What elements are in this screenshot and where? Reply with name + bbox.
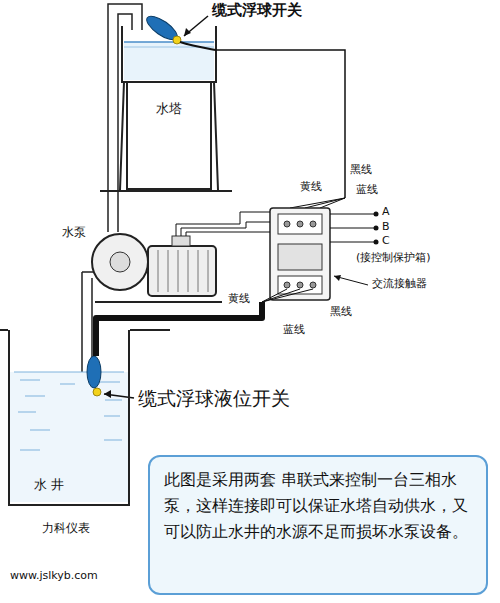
water-surface <box>124 41 214 43</box>
note-box: 此图是采用两套 串联式来控制一台三相水泵，这样连接即可以保证水塔自动供水，又可以… <box>148 455 488 595</box>
cable <box>216 50 345 198</box>
brand-label: 力科仪表 <box>42 522 90 536</box>
wire <box>262 289 313 302</box>
wire <box>176 212 270 236</box>
arrow-head <box>334 275 341 281</box>
terminal-box <box>172 236 190 246</box>
pipe <box>108 4 142 232</box>
float-switch <box>87 356 101 388</box>
part-label: 交流接触器 <box>372 278 427 291</box>
terminal-screw <box>284 282 290 288</box>
wire-label: 蓝线 <box>283 324 305 337</box>
terminal-screw <box>297 221 303 227</box>
part-label: 水泵 <box>62 226 86 240</box>
terminal-dot <box>374 240 379 245</box>
terminal-screw <box>310 221 316 227</box>
callout-label: 缆式浮球开关 <box>212 2 302 19</box>
cable <box>180 42 216 50</box>
float-tip <box>93 388 101 396</box>
phase-label: B <box>382 221 390 234</box>
note-label: (接控制保护箱) <box>356 252 431 265</box>
phase-label: C <box>382 235 390 248</box>
water-well: 水 井 <box>8 330 130 506</box>
node-text: 水 井 <box>34 476 64 494</box>
float-switch <box>143 12 181 44</box>
pump-base <box>95 301 222 303</box>
cable <box>96 302 262 356</box>
wire <box>330 214 374 242</box>
wire <box>290 198 345 208</box>
wire-label: 蓝线 <box>356 184 378 197</box>
motor-fins <box>158 250 208 292</box>
wire-label: 黑线 <box>350 164 372 177</box>
tower-leg <box>120 82 218 190</box>
leader-line <box>334 276 368 285</box>
contactor-body <box>278 244 322 270</box>
ground-line <box>100 190 232 192</box>
arrow-head <box>104 390 111 398</box>
pump-hub <box>110 252 130 272</box>
motor <box>148 246 216 296</box>
water-tower: 水塔 <box>126 82 212 190</box>
terminal-dot <box>374 212 379 217</box>
pump <box>92 234 148 290</box>
wire-label: 黄线 <box>228 293 250 306</box>
phase-label: A <box>382 206 390 219</box>
contactor <box>270 208 330 300</box>
well-water <box>10 372 128 502</box>
callout-label: 缆式浮球液位开关 <box>138 388 290 410</box>
wire-label: 黄线 <box>300 181 322 194</box>
terminal-screw <box>297 282 303 288</box>
leader-line <box>184 16 208 36</box>
terminal-screw <box>284 221 290 227</box>
terminal-screw <box>310 282 316 288</box>
terminal-dot <box>374 226 379 231</box>
terminal-block <box>278 276 322 294</box>
watermark: www.jslkyb.com <box>10 570 98 583</box>
arrow-head <box>184 28 191 36</box>
water-lines <box>14 372 124 450</box>
node-text: 此图是采用两套 串联式来控制一台三相水泵，这样连接即可以保证水塔自动供水，又可以… <box>164 467 472 545</box>
node-text: 水塔 <box>156 100 182 118</box>
terminal-block <box>278 214 322 234</box>
wire-label: 黑线 <box>330 306 352 319</box>
